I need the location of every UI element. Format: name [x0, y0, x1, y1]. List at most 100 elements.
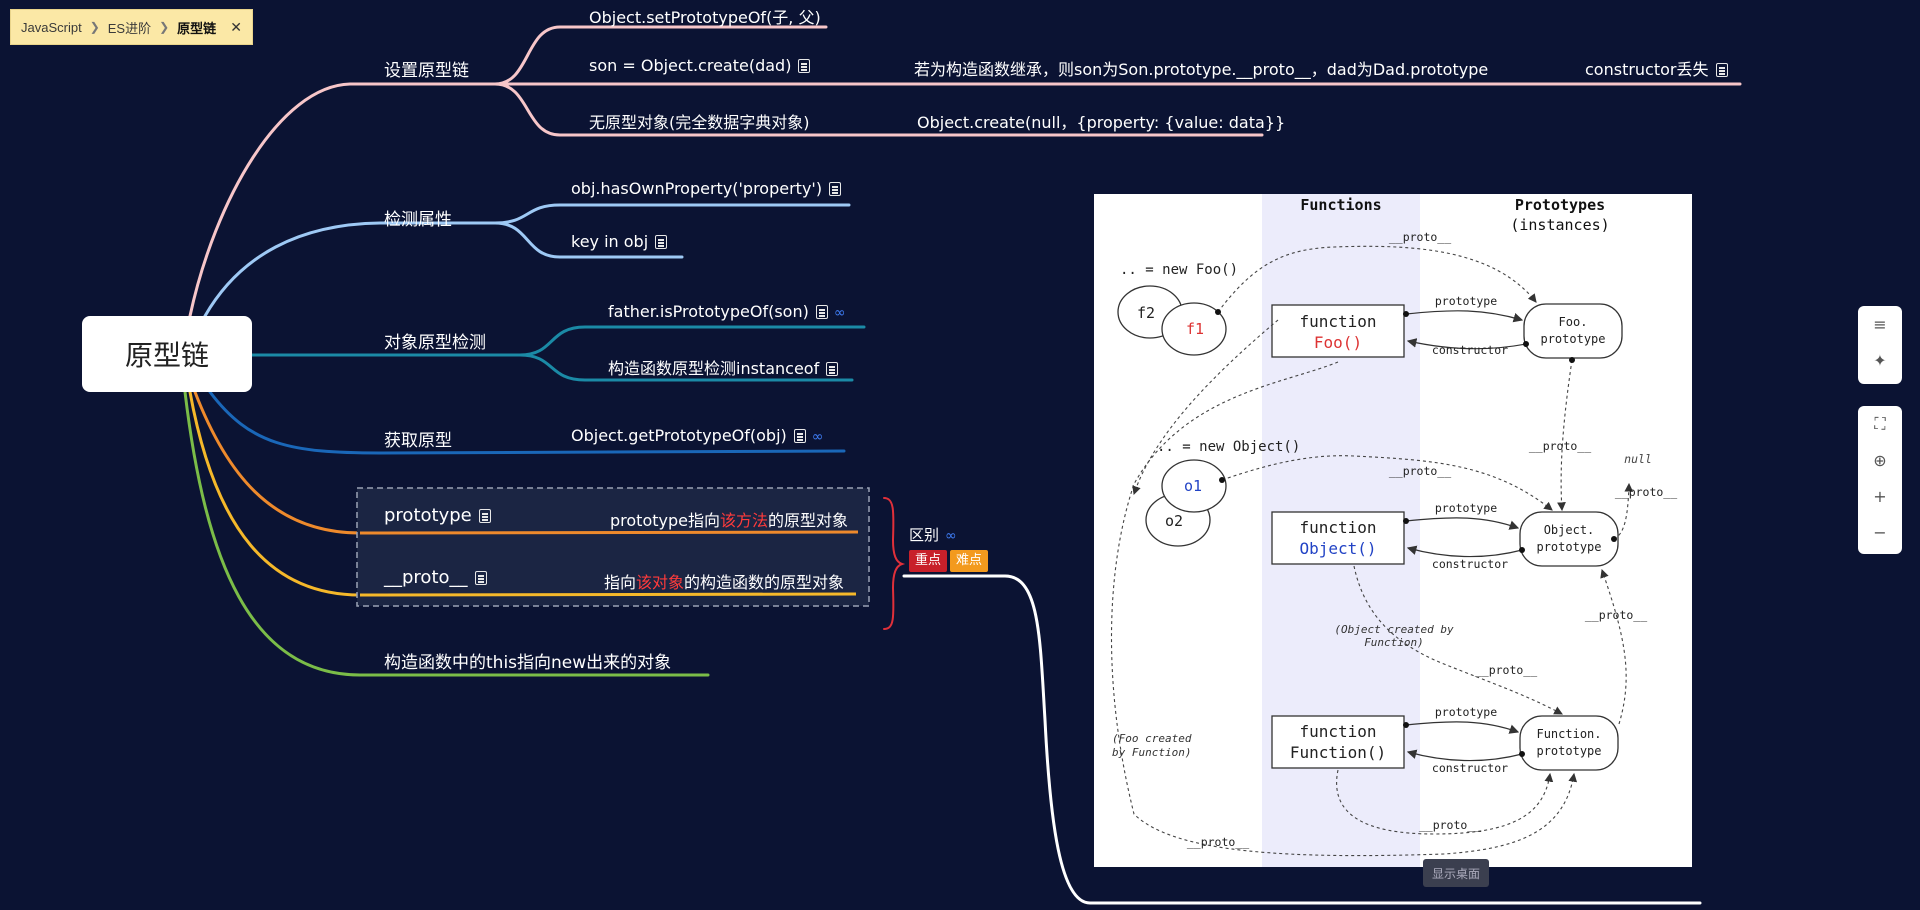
- note-icon[interactable]: [826, 362, 839, 376]
- object-box: [1271, 511, 1405, 565]
- edge-label: constructor: [1432, 557, 1508, 571]
- topic-detect[interactable]: 检测属性: [384, 210, 452, 230]
- link-icon[interactable]: ∞: [811, 429, 824, 445]
- new-object-label: .. = new Object(): [1157, 439, 1300, 455]
- subtopic-detail[interactable]: Object.create(null，{property: {value: da…: [917, 113, 1286, 132]
- subtopic[interactable]: obj.hasOwnProperty('property'): [571, 179, 842, 198]
- desc-text: 的原型对象: [768, 511, 849, 530]
- fn-keyword: function: [1299, 722, 1376, 741]
- subtopic[interactable]: Object.getPrototypeOf(obj)∞: [571, 426, 823, 445]
- desc-text: prototype指向: [610, 511, 720, 530]
- desc-highlight: 该对象: [636, 573, 685, 592]
- layout-icon[interactable]: ≡: [1873, 314, 1887, 334]
- summary-label: 区别: [909, 526, 940, 544]
- topic-this[interactable]: 构造函数中的this指向new出来的对象: [384, 653, 672, 673]
- locate-icon[interactable]: ⊕: [1873, 450, 1887, 470]
- topic-label: __proto__: [384, 567, 468, 588]
- subtopic[interactable]: father.isPrototypeOf(son) ∞: [608, 302, 846, 321]
- note-obj-created: Function): [1364, 636, 1424, 649]
- note-obj-created: (Object created by: [1334, 623, 1454, 636]
- function-name: Function(): [1290, 743, 1386, 762]
- topic-label: prototype: [384, 505, 472, 526]
- diagram-canvas: Functions Prototypes (instances) .. = ne…: [1111, 194, 1677, 867]
- subtopic-label: key in obj: [571, 232, 649, 251]
- edge-label: __proto__: [1529, 439, 1591, 453]
- function-box: [1271, 715, 1405, 769]
- topic-proto-detect[interactable]: 对象原型检测: [384, 333, 486, 353]
- edge-label: __proto__: [1475, 663, 1537, 677]
- null-label: null: [1624, 452, 1652, 466]
- subtopic-detail[interactable]: 若为构造函数继承，则son为Son.prototype.__proto__，da…: [914, 60, 1489, 79]
- topic-set-chain[interactable]: 设置原型链: [384, 61, 469, 81]
- foo-prototype-label: Foo.: [1559, 315, 1588, 329]
- topic-prototype[interactable]: prototype: [384, 505, 491, 526]
- zoom-in-icon[interactable]: +: [1873, 486, 1887, 506]
- summary-diff[interactable]: 区别 ∞: [909, 524, 957, 545]
- edge-label: __proto__: [1389, 464, 1451, 478]
- breadcrumb-item[interactable]: ES进阶: [107, 20, 152, 36]
- prototype-desc[interactable]: prototype指向该方法的原型对象: [610, 507, 848, 531]
- prototype-diagram-image: Functions Prototypes (instances) .. = ne…: [1094, 194, 1692, 867]
- chevron-right-icon: ❯: [159, 20, 170, 34]
- note-icon[interactable]: [1715, 63, 1728, 77]
- fit-screen-icon[interactable]: ⛶: [1874, 414, 1886, 433]
- link-icon[interactable]: ∞: [945, 528, 957, 544]
- root-topic[interactable]: 原型链: [82, 316, 252, 392]
- object-prototype-label: Object.: [1544, 523, 1595, 537]
- theme-icon[interactable]: ✦: [1873, 350, 1887, 370]
- show-desktop-tooltip: 显示桌面: [1423, 859, 1489, 887]
- subtopic-label: constructor丢失: [1585, 60, 1709, 79]
- note-foo-created: (Foo created: [1112, 732, 1192, 745]
- edge-label: __proto__: [1187, 835, 1249, 849]
- layout-tool-panel: ≡ ✦: [1858, 306, 1902, 384]
- edge-label: prototype: [1435, 294, 1497, 308]
- subtopic[interactable]: 无原型对象(完全数据字典对象): [589, 113, 810, 132]
- zoom-out-icon[interactable]: −: [1873, 522, 1887, 542]
- subtopic-label: son = Object.create(dad): [589, 56, 792, 75]
- new-foo-label: .. = new Foo(): [1120, 262, 1238, 278]
- f1-label: f1: [1186, 320, 1204, 338]
- note-icon[interactable]: [793, 429, 806, 443]
- function-prototype-box: [1519, 715, 1619, 771]
- link-icon[interactable]: ∞: [833, 305, 846, 321]
- fn-keyword: function: [1299, 518, 1376, 537]
- note-icon[interactable]: [478, 509, 491, 523]
- edge-label: constructor: [1432, 343, 1508, 357]
- close-icon[interactable]: ✕: [230, 18, 242, 35]
- edge-label: __proto__: [1389, 230, 1451, 244]
- note-icon[interactable]: [829, 182, 842, 196]
- desc-text: 的构造函数的原型对象: [684, 573, 845, 592]
- topic-proto[interactable]: __proto__: [384, 567, 487, 588]
- edge-label: __proto__: [1585, 608, 1647, 622]
- breadcrumb-item[interactable]: JavaScript: [21, 19, 82, 35]
- proto-desc[interactable]: 指向该对象的构造函数的原型对象: [604, 569, 844, 593]
- subtopic[interactable]: son = Object.create(dad): [589, 56, 811, 75]
- subtopic-extra[interactable]: constructor丢失: [1585, 56, 1728, 80]
- note-icon[interactable]: [655, 235, 668, 249]
- subtopic[interactable]: Object.setPrototypeOf(子, 父): [589, 8, 821, 27]
- edge-label: prototype: [1435, 501, 1497, 515]
- note-icon[interactable]: [798, 59, 811, 73]
- object-name: Object(): [1299, 539, 1376, 558]
- note-icon[interactable]: [474, 571, 487, 585]
- subtopic[interactable]: key in obj: [571, 232, 668, 251]
- edge-label: prototype: [1435, 705, 1497, 719]
- function-prototype-label: Function.: [1536, 727, 1601, 741]
- col-prototypes-label: Prototypes: [1515, 196, 1605, 214]
- col-instances-label: (instances): [1510, 216, 1609, 234]
- prototype-word: prototype: [1536, 540, 1601, 554]
- f2-label: f2: [1137, 304, 1155, 322]
- foo-name: Foo(): [1314, 333, 1362, 352]
- desc-text: 指向: [604, 573, 637, 592]
- tag-key[interactable]: 重点: [909, 550, 948, 572]
- breadcrumb-current: 原型链: [177, 20, 217, 36]
- topic-get-proto[interactable]: 获取原型: [384, 431, 452, 451]
- edge-label: __proto__: [1615, 485, 1677, 499]
- subtopic[interactable]: 构造函数原型检测instanceof: [608, 355, 839, 379]
- o1-label: o1: [1184, 477, 1202, 495]
- note-icon[interactable]: [815, 305, 828, 319]
- subtopic-label: father.isPrototypeOf(son): [608, 302, 809, 321]
- tag-hard[interactable]: 难点: [950, 550, 989, 572]
- o1-bubble: [1161, 459, 1227, 513]
